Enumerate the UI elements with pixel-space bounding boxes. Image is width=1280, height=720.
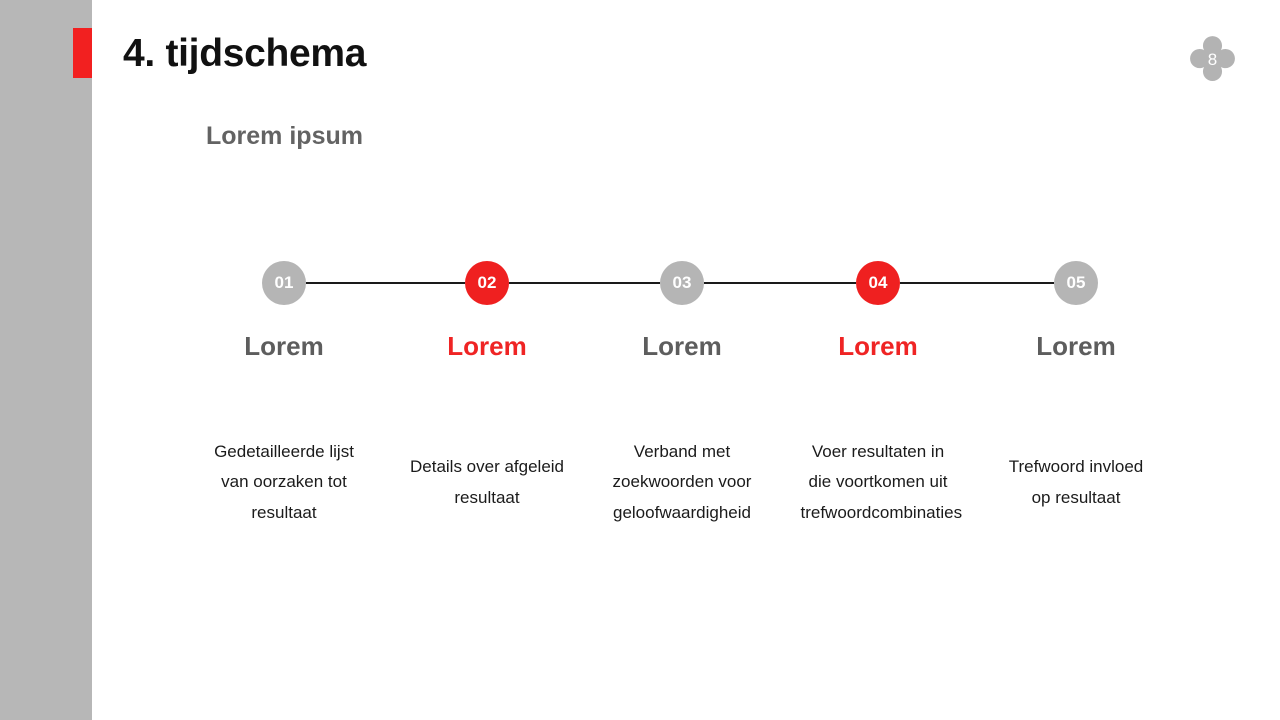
subtitle: Lorem ipsum [206,122,363,150]
column-heading-04: Lorem [838,331,918,361]
timeline-connector-1-2 [306,282,465,284]
timeline-column-03: Lorem Verband met zoekwoorden voor geloo… [597,330,767,522]
title-accent-bar [73,28,92,78]
column-body-03: Verband met zoekwoorden voor geloofwaard… [612,441,752,522]
column-heading-02: Lorem [447,331,527,361]
timeline-connector-4-5 [900,282,1054,284]
timeline-connector-2-3 [509,282,660,284]
left-decorative-band [0,0,92,720]
quatrefoil-icon [1190,36,1235,82]
column-body-wrap-02: Details over afgeleid resultaat [402,390,572,575]
page-title: 4. tijdschema [123,32,367,75]
column-body-wrap-01: Gedetailleerde lijst van oorzaken tot re… [199,390,369,575]
timeline-column-01: Lorem Gedetailleerde lijst van oorzaken … [199,330,369,522]
timeline-column-04: Lorem Voer resultaten in die voortkomen … [793,330,963,522]
column-body-01: Gedetailleerde lijst van oorzaken tot re… [214,441,354,522]
timeline-node-02[interactable]: 02 [465,261,509,305]
timeline-node-04[interactable]: 04 [856,261,900,305]
page-number-badge: 8 [1186,33,1239,86]
timeline-column-02: Lorem Details over afgeleid resultaat [402,330,572,507]
timeline-node-03[interactable]: 03 [660,261,704,305]
timeline-column-05: Lorem Trefwoord invloed op resultaat [991,330,1161,507]
timeline-node-05[interactable]: 05 [1054,261,1098,305]
column-body-wrap-05: Trefwoord invloed op resultaat [991,390,1161,575]
page-number-text: 8 [1207,50,1218,69]
column-body-wrap-03: Verband met zoekwoorden voor geloofwaard… [597,390,767,575]
column-heading-03: Lorem [642,331,722,361]
column-heading-05: Lorem [1036,331,1116,361]
column-body-02: Details over afgeleid resultaat [409,457,565,507]
timeline-connector-3-4 [704,282,856,284]
column-body-04: Voer resultaten in die voortkomen uit tr… [800,441,963,522]
column-body-05: Trefwoord invloed op resultaat [1008,457,1144,507]
timeline-node-01[interactable]: 01 [262,261,306,305]
column-heading-01: Lorem [244,331,324,361]
column-body-wrap-04: Voer resultaten in die voortkomen uit tr… [793,390,963,575]
